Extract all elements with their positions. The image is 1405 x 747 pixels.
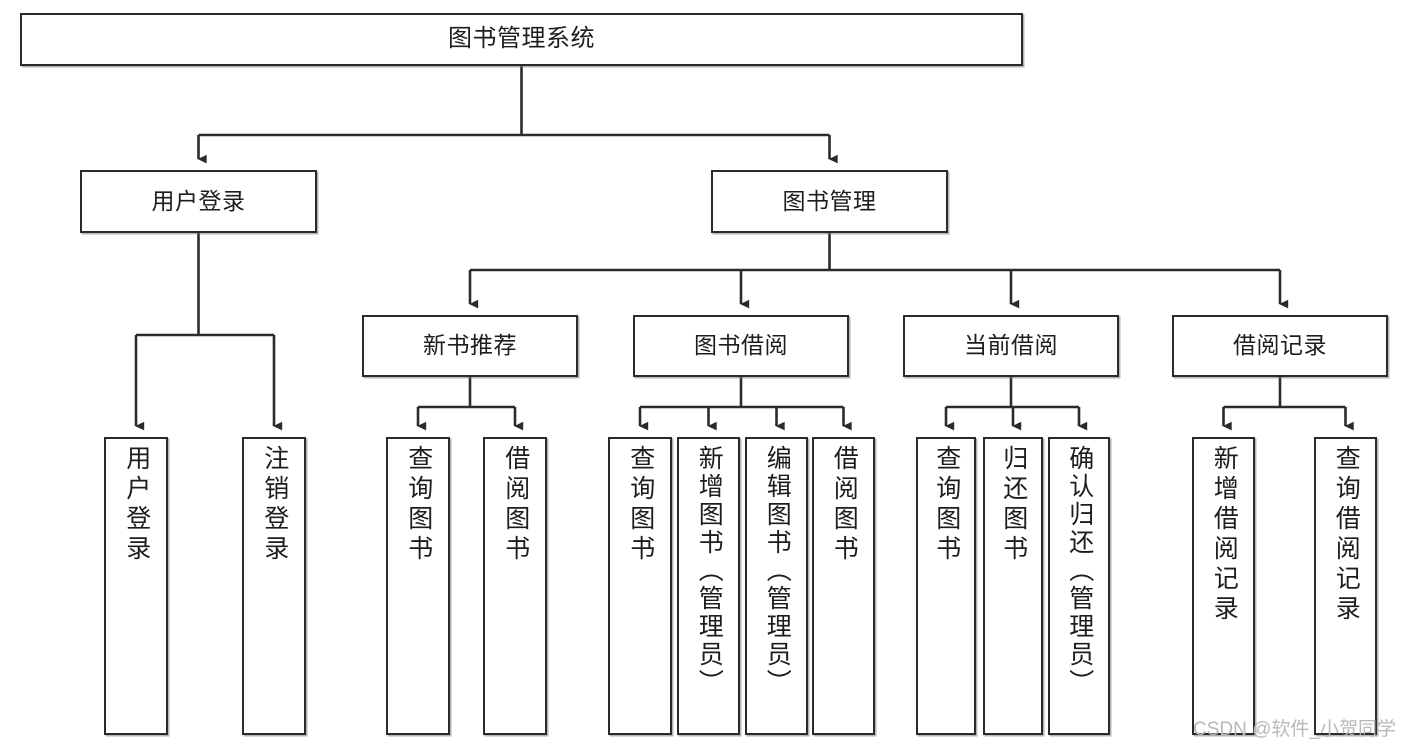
node-leaf-query-borrow-record[interactable]: 查询借阅记录 [1314,437,1377,735]
node-label-leaf-confirm-return: 确认归还（管理员） [1065,445,1094,697]
node-leaf-query-book-borrow[interactable]: 查询图书 [608,437,672,735]
node-label-leaf-add-borrow-record: 新增借阅记录 [1210,445,1239,625]
node-leaf-edit-book[interactable]: 编辑图书（管理员） [745,437,808,735]
node-root[interactable]: 图书管理系统 [20,13,1023,66]
node-label-book-borrow: 图书借阅 [694,332,788,359]
node-label-leaf-edit-book: 编辑图书（管理员） [763,445,792,697]
node-label-leaf-add-book: 新增图书（管理员） [695,445,724,697]
node-user-login[interactable]: 用户登录 [80,170,317,233]
node-label-leaf-query-book-recommend: 查询图书 [404,445,433,565]
node-label-new-book-recommend: 新书推荐 [423,332,517,359]
node-label-current-borrow: 当前借阅 [964,332,1058,359]
node-leaf-add-book[interactable]: 新增图书（管理员） [677,437,740,735]
node-leaf-add-borrow-record[interactable]: 新增借阅记录 [1192,437,1255,735]
node-label-borrow-record: 借阅记录 [1233,332,1327,359]
node-leaf-user-login[interactable]: 用户登录 [104,437,168,735]
node-leaf-logout[interactable]: 注销登录 [242,437,306,735]
node-leaf-query-book-current[interactable]: 查询图书 [916,437,976,735]
node-leaf-return-book[interactable]: 归还图书 [983,437,1043,735]
node-leaf-borrow-book[interactable]: 借阅图书 [812,437,875,735]
node-label-leaf-borrow-book: 借阅图书 [830,445,859,565]
node-book-management[interactable]: 图书管理 [711,170,948,233]
node-book-borrow[interactable]: 图书借阅 [633,315,849,377]
node-label-root: 图书管理系统 [448,25,595,53]
watermark-label: CSDN @软件_小贺同学 [1193,719,1396,740]
node-label-leaf-return-book: 归还图书 [999,445,1028,565]
node-label-leaf-query-book-current: 查询图书 [932,445,961,565]
node-leaf-query-book-recommend[interactable]: 查询图书 [386,437,450,735]
node-label-leaf-query-borrow-record: 查询借阅记录 [1332,445,1361,625]
node-leaf-confirm-return[interactable]: 确认归还（管理员） [1048,437,1110,735]
node-label-leaf-query-book-borrow: 查询图书 [626,445,655,565]
node-label-leaf-borrow-book-recommend: 借阅图书 [501,445,530,565]
node-current-borrow[interactable]: 当前借阅 [903,315,1119,377]
node-label-user-login: 用户登录 [151,187,246,214]
node-label-book-management: 图书管理 [782,187,877,214]
node-label-leaf-logout: 注销登录 [260,445,289,565]
node-new-book-recommend[interactable]: 新书推荐 [362,315,578,377]
node-leaf-borrow-book-recommend[interactable]: 借阅图书 [483,437,547,735]
node-label-leaf-user-login: 用户登录 [122,445,151,565]
node-borrow-record[interactable]: 借阅记录 [1172,315,1388,377]
